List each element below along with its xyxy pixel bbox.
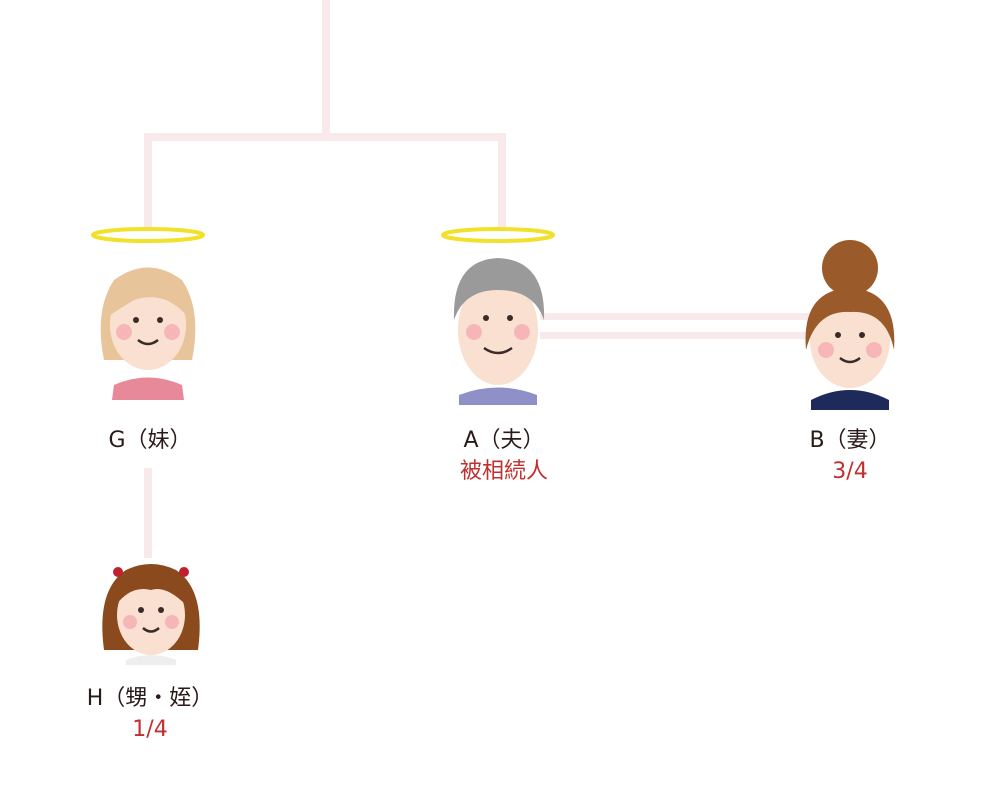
- line-to-g: [144, 133, 152, 228]
- husband-a-avatar: [441, 227, 555, 405]
- inheritance-share: 3/4: [832, 459, 868, 484]
- line-to-a: [498, 133, 506, 228]
- line-sibling-bar: [144, 133, 506, 141]
- person-b: B（妻） 3/4: [750, 426, 950, 488]
- halo-icon: [91, 227, 205, 243]
- decedent-label: 被相続人: [459, 459, 548, 484]
- person-name: H（甥・姪）: [86, 686, 214, 711]
- marriage-line-bottom: [540, 332, 810, 339]
- inheritance-share: 1/4: [132, 717, 168, 742]
- nephew-niece-h-avatar: [102, 564, 200, 665]
- person-name: G（妹）: [108, 428, 192, 453]
- halo-icon: [441, 227, 555, 243]
- line-parent-stem: [322, 0, 330, 140]
- person-name: A（夫）: [463, 428, 545, 453]
- line-g-to-h: [144, 468, 152, 558]
- person-name: B（妻）: [809, 428, 891, 453]
- marriage-line-top: [540, 313, 810, 320]
- person-h: H（甥・姪） 1/4: [50, 684, 250, 746]
- wife-b-avatar: [805, 240, 895, 410]
- sister-g-avatar: [91, 227, 205, 400]
- person-a: A（夫） 被相続人: [404, 426, 604, 488]
- person-g: G（妹）: [50, 426, 250, 456]
